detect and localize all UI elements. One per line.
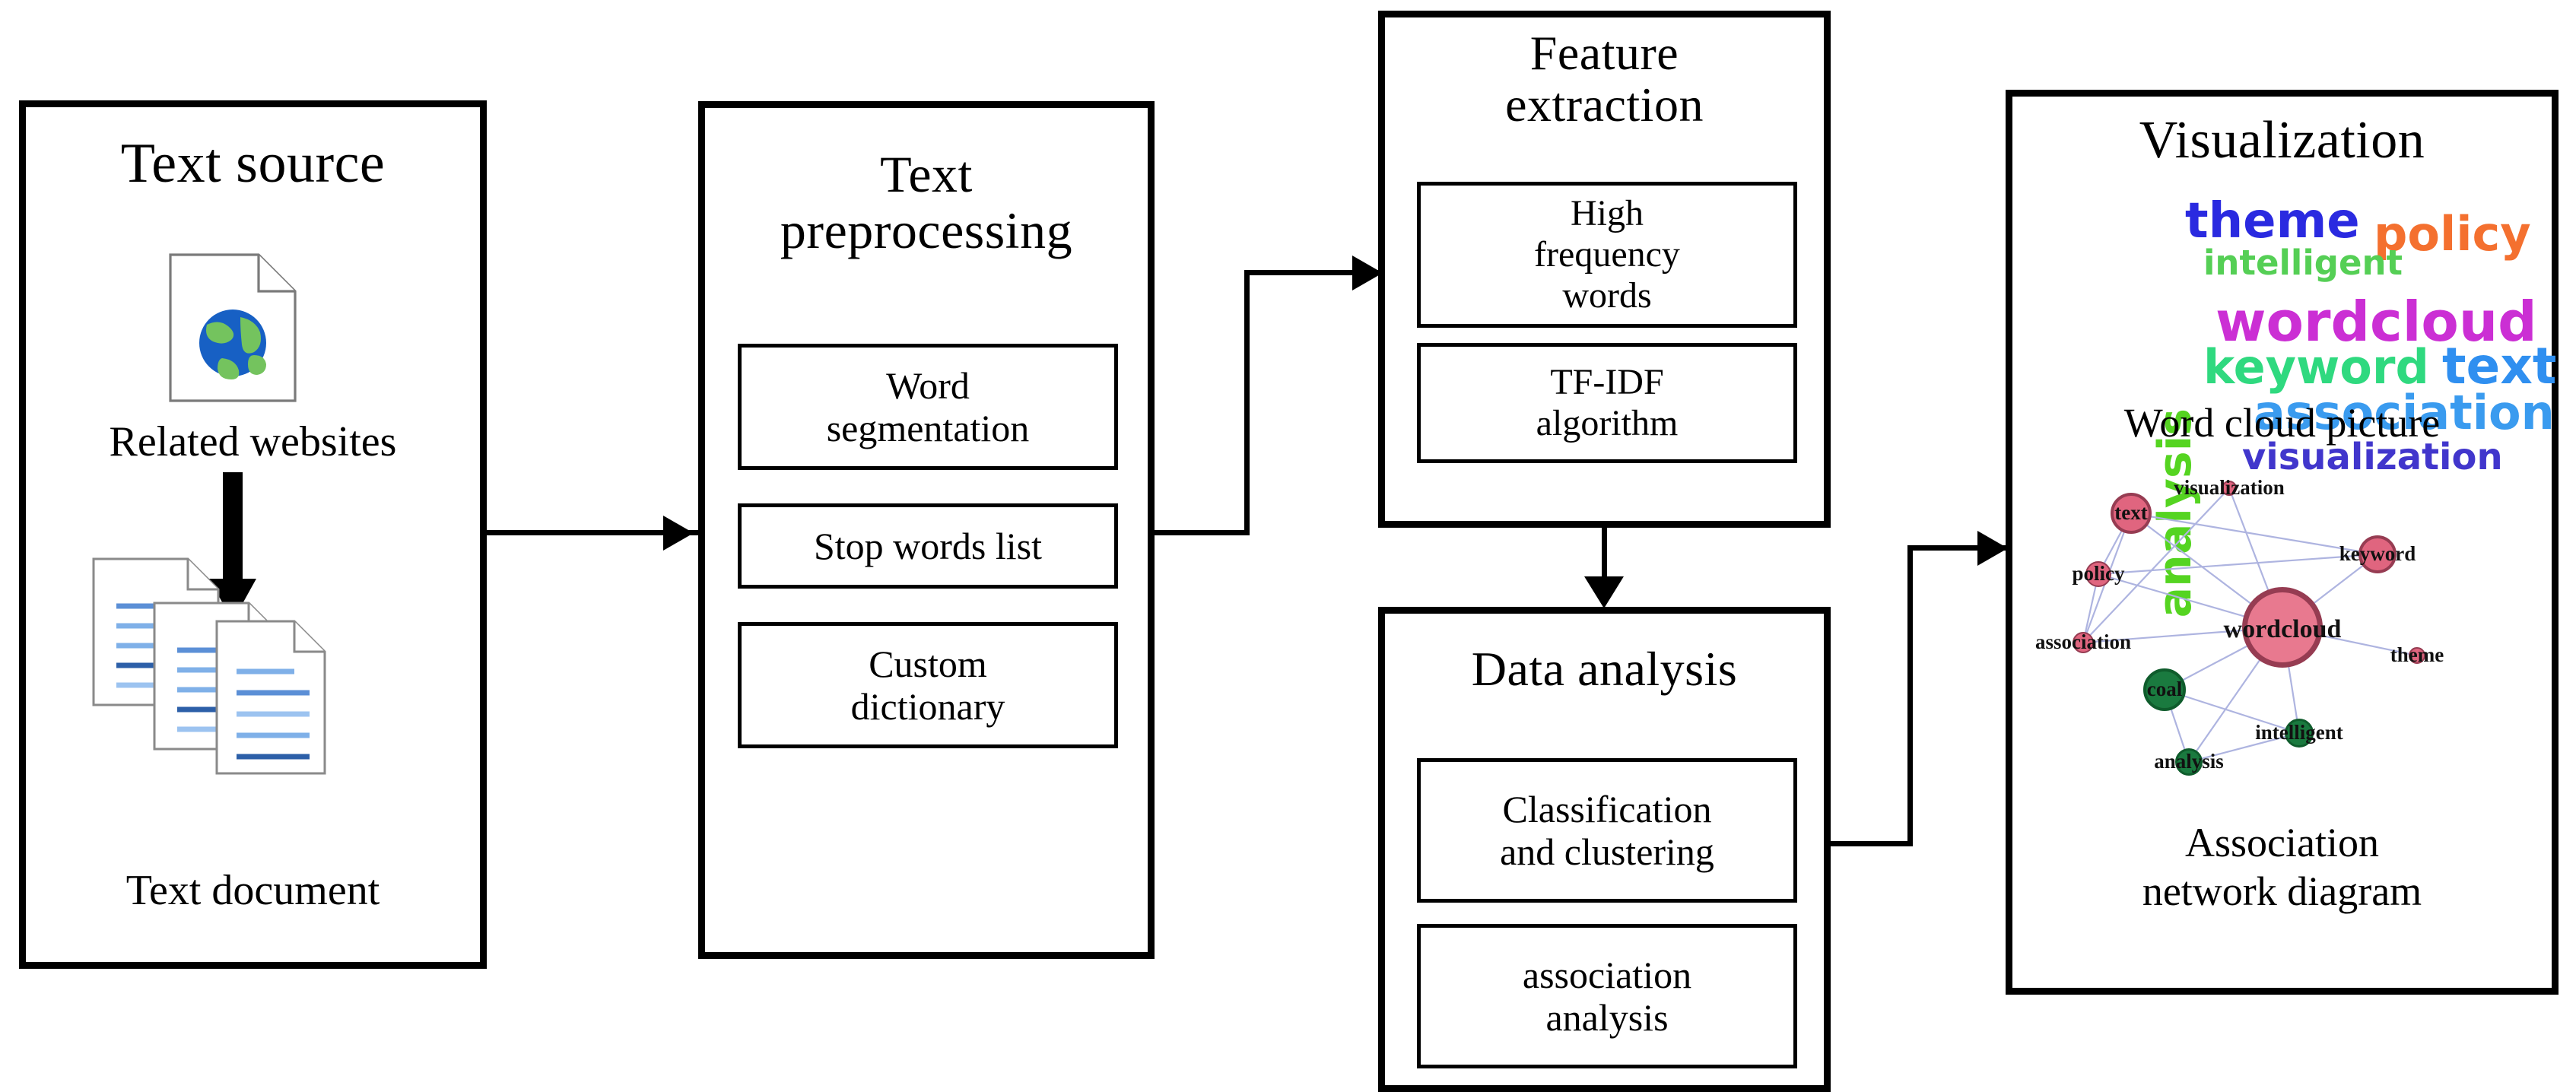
subitem-tfidf-algorithm[interactable]: TF-IDF algorithm bbox=[1417, 343, 1797, 463]
subitem-stop-words-list-label: Stop words list bbox=[813, 525, 1043, 567]
connector-source-to-preprocessing bbox=[487, 530, 698, 535]
subitem-high-frequency-words-line1: High bbox=[1570, 193, 1644, 234]
network-node-analysis[interactable] bbox=[2175, 748, 2203, 776]
connector-analysis-to-visualization-seg3 bbox=[1907, 545, 2014, 551]
network-node-label-keyword: keyword bbox=[2339, 542, 2416, 565]
subitem-high-frequency-words[interactable]: High frequency words bbox=[1417, 182, 1797, 328]
down-arrow-icon bbox=[206, 472, 259, 624]
wordcloud-word-keyword: keyword bbox=[2203, 339, 2429, 395]
network-node-association[interactable] bbox=[2073, 632, 2094, 653]
subitem-classification-line1: Classification bbox=[1502, 788, 1712, 830]
connector-preprocessing-to-feature-seg3 bbox=[1244, 270, 1386, 275]
stage-title-visualization: Visualization bbox=[2139, 111, 2425, 170]
connector-preprocessing-to-feature-head bbox=[1352, 256, 1383, 290]
caption-text-document: Text document bbox=[125, 867, 380, 914]
network-node-label-policy: policy bbox=[2072, 562, 2125, 585]
document-stack-icon bbox=[91, 556, 357, 784]
network-node-label-analysis: analysis bbox=[2154, 750, 2224, 773]
subitem-high-frequency-words-line3: words bbox=[1562, 275, 1652, 316]
subitem-custom-dictionary-line1: Custom bbox=[869, 643, 987, 685]
subitem-association-analysis[interactable]: association analysis bbox=[1417, 924, 1797, 1068]
globe-document-icon bbox=[167, 252, 298, 404]
subitem-tfidf-algorithm-line2: algorithm bbox=[1536, 403, 1679, 443]
stage-title-data-analysis: Data analysis bbox=[1471, 642, 1738, 696]
stage-title-text-source: Text source bbox=[120, 132, 386, 195]
network-node-label-wordcloud: wordcloud bbox=[2223, 615, 2342, 643]
stage-box-data-analysis[interactable]: Data analysis Classification and cluster… bbox=[1378, 607, 1831, 1092]
network-node-coal[interactable] bbox=[2143, 668, 2186, 711]
subitem-classification-and-clustering[interactable]: Classification and clustering bbox=[1417, 758, 1797, 903]
stage-title-feature-extraction-line2: extraction bbox=[1505, 78, 1704, 132]
network-node-label-association: association bbox=[2034, 630, 2132, 653]
stage-title-text-preprocessing-line2: preprocessing bbox=[780, 202, 1073, 259]
network-node-visualization[interactable] bbox=[2222, 481, 2237, 496]
caption-word-cloud-picture: Word cloud picture bbox=[2123, 400, 2441, 446]
wordcloud-word-visualization: visualization bbox=[2242, 436, 2503, 478]
connector-preprocessing-to-feature-seg2 bbox=[1244, 270, 1250, 535]
network-node-policy[interactable] bbox=[2085, 561, 2111, 587]
network-node-theme[interactable] bbox=[2409, 647, 2425, 664]
connector-feature-to-analysis bbox=[1602, 528, 1607, 596]
caption-related-websites: Related websites bbox=[109, 418, 397, 465]
stage-box-text-source[interactable]: Text source Related websites bbox=[19, 100, 487, 969]
network-node-label-visualization: visualization bbox=[2174, 476, 2285, 499]
wordcloud-word-theme: theme bbox=[2185, 193, 2360, 249]
network-node-keyword[interactable] bbox=[2358, 535, 2397, 573]
connector-source-to-preprocessing-head bbox=[663, 516, 694, 551]
network-node-wordcloud[interactable] bbox=[2242, 587, 2323, 668]
connector-preprocessing-to-feature-seg1 bbox=[1155, 530, 1247, 535]
connector-feature-to-analysis-head bbox=[1584, 576, 1624, 608]
connector-analysis-to-visualization-seg1 bbox=[1829, 841, 1913, 846]
network-node-intelligent[interactable] bbox=[2285, 719, 2314, 748]
subitem-association-analysis-line2: analysis bbox=[1545, 996, 1669, 1039]
network-node-text[interactable] bbox=[2111, 493, 2152, 534]
network-node-label-coal: coal bbox=[2146, 678, 2183, 700]
stage-box-text-preprocessing[interactable]: Text preprocessing Word segmentation Sto… bbox=[698, 101, 1155, 959]
stage-title-feature-extraction-line1: Feature bbox=[1529, 26, 1679, 80]
stage-title-text-preprocessing-line1: Text bbox=[880, 145, 973, 203]
subitem-word-segmentation-line2: segmentation bbox=[826, 407, 1030, 449]
caption-association-network-line1: Association bbox=[2185, 820, 2379, 865]
subitem-word-segmentation[interactable]: Word segmentation bbox=[738, 344, 1118, 470]
wordcloud-word-wordcloud: wordcloud bbox=[2215, 290, 2537, 354]
subitem-stop-words-list[interactable]: Stop words list bbox=[738, 503, 1118, 589]
connector-analysis-to-visualization-head bbox=[1977, 531, 2008, 566]
stage-box-feature-extraction[interactable]: Feature extraction High frequency words … bbox=[1378, 11, 1831, 528]
network-node-label-intelligent: intelligent bbox=[2255, 721, 2343, 744]
subitem-classification-line2: and clustering bbox=[1500, 830, 1714, 873]
wordcloud-word-policy: policy bbox=[2374, 206, 2531, 262]
subitem-tfidf-algorithm-line1: TF-IDF bbox=[1550, 362, 1664, 403]
subitem-association-analysis-line1: association bbox=[1522, 954, 1692, 996]
wordcloud-word-text: text bbox=[2442, 337, 2557, 395]
caption-association-network-line2: network diagram bbox=[2142, 868, 2422, 914]
subitem-word-segmentation-line1: Word bbox=[886, 364, 970, 407]
network-node-label-theme: theme bbox=[2390, 643, 2444, 666]
subitem-high-frequency-words-line2: frequency bbox=[1534, 234, 1680, 275]
subitem-custom-dictionary[interactable]: Custom dictionary bbox=[738, 622, 1118, 748]
connector-analysis-to-visualization-seg2 bbox=[1907, 545, 1913, 846]
network-node-label-text: text bbox=[2114, 501, 2148, 524]
wordcloud-word-intelligent: intelligent bbox=[2203, 243, 2403, 283]
wordcloud-word-association: association bbox=[2254, 385, 2555, 440]
association-network-image: wordcloud text visualization keyword policy a… bbox=[2028, 462, 2552, 811]
subitem-custom-dictionary-line2: dictionary bbox=[850, 685, 1005, 728]
